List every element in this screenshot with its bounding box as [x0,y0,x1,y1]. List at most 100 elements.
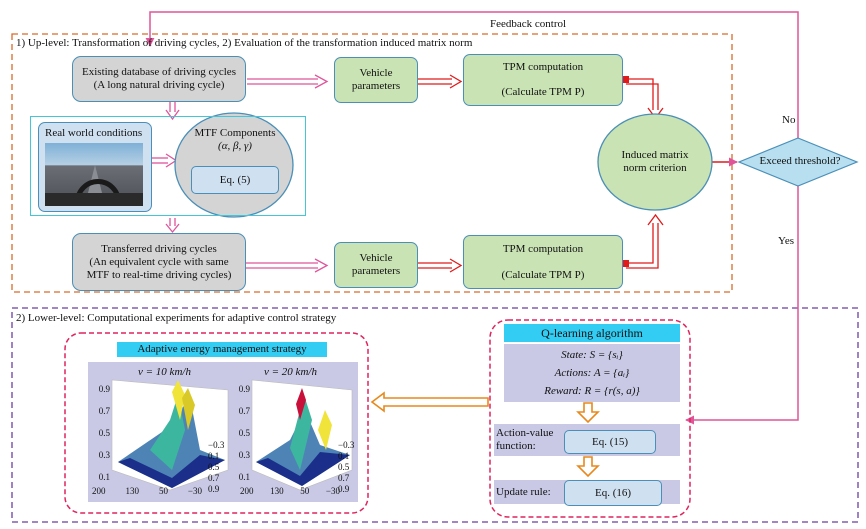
plot2-z-ticks: 0.9 0.7 0.5 0.3 0.1 [232,378,250,488]
criterion-circle [597,113,713,211]
plot1-x-tick: −30 [187,486,202,496]
transferred-line3: MTF to real-time driving cycles) [86,268,232,281]
tpm-computation-bottom: TPM computation (Calculate TPM P) [463,235,623,289]
plot2-y-tick: −0.3 [338,440,355,450]
plot1-x-tick: 50 [158,486,168,496]
plot2-x-tick: 50 [300,486,310,496]
plot1-x-ticks: 200 130 50 −30 [92,486,202,496]
vehicle-bottom-line1: Vehicle [359,252,393,264]
update-rule-equation: Eq. (16) [564,480,662,506]
qlearning-state: State: S = {sᵢ} [561,349,623,361]
criterion-line1: Induced matrix [621,149,689,161]
existing-db-line1: Existing database of driving cycles [82,66,236,78]
plot1-z-ticks: 0.9 0.7 0.5 0.3 0.1 [90,378,110,488]
action-value-line1: Action-value [496,427,554,439]
tpm-port-top [622,76,629,83]
transferred-cycles-box: Transferred driving cycles (An equivalen… [72,233,246,291]
qlearning-to-strategy-arrow [370,391,489,413]
realworld-container [30,116,306,216]
vehicle-top-line1: Vehicle [359,67,393,79]
driving-simulator-image [45,143,143,206]
tpm-port-bottom [622,260,629,267]
mtf-equation: Eq. (5) [191,166,279,194]
plot2-x-tick: −30 [325,486,340,496]
qlearning-title: Q-learning algorithm [504,324,680,342]
decision-label: Exceed threshold? [759,155,841,167]
action-value-label: Action-value function: [496,427,553,453]
plot1-z-tick: 0.7 [98,406,110,416]
existing-database-box: Existing database of driving cycles (A l… [72,56,246,102]
upper-title: 1) Up-level: Transformation of driving c… [16,37,473,49]
transferred-line1: Transferred driving cycles [101,242,217,255]
qlearning-frame [489,319,691,518]
update-rule-label: Update rule: [496,486,551,498]
existing-db-line2: (A long natural driving cycle) [93,79,225,91]
strategy-title: Adaptive energy management strategy [117,342,327,357]
yes-line [685,185,799,425]
action-value-equation: Eq. (15) [564,430,656,454]
vehicle-parameters-top: Vehicle parameters [334,57,418,103]
existing-to-vehicle-arrow [247,74,329,89]
plot1-z-tick: 0.1 [98,472,110,482]
qlearning-actions: Actions: A = {aᵢ} [554,367,630,379]
plot2-x-tick: 200 [240,486,254,496]
plot1-z-tick: 0.5 [98,428,110,438]
plot2-y-ticks: −0.3 0.1 0.5 0.7 0.9 [338,440,362,495]
lower-frame [11,307,859,523]
plot2-title: v = 20 km/h [264,366,317,378]
vehicle-bottom-line2: parameters [351,265,401,277]
qlearning-reward: Reward: R = {r(s, a)} [544,385,640,397]
feedback-line [145,11,799,138]
vehicle-top-line2: parameters [351,80,401,92]
plot1-y-tick: −0.3 [208,440,225,450]
realworld-panel: Real world conditions [38,122,152,212]
tpm-top-label: TPM computation [502,61,584,73]
tpm-top-calc: (Calculate TPM P) [501,86,585,98]
tpm-bottom-label: TPM computation [502,242,584,255]
realworld-label: Real world conditions [45,127,143,139]
plot2-y-tick: 0.9 [338,484,350,494]
feedback-label: Feedback control [490,18,567,30]
tpm-to-criterion-arrow-top [626,78,664,120]
mtf-params: (α, β, γ) [218,140,252,152]
plot2-x-ticks: 200 130 50 −30 [240,486,340,496]
action-value-line2: function: [496,440,536,452]
decision-diamond [737,137,859,187]
plot1-y-tick: 0.1 [208,451,220,461]
dashboard-shape [45,193,143,206]
plot2-y-tick: 0.5 [338,462,350,472]
mtf-title: MTF Components [194,127,276,139]
vehicle-parameters-bottom: Vehicle parameters [334,242,418,288]
plot1-y-tick: 0.5 [208,462,220,472]
plot2-y-tick: 0.1 [338,451,350,461]
plot2-z-tick: 0.9 [238,384,250,394]
qlearning-band [504,344,680,402]
vehicle-to-tpm-arrow-top [418,74,463,89]
plot2-z-tick: 0.3 [238,450,250,460]
reward-down-arrow [576,402,600,424]
tpm-computation-top: TPM computation (Calculate TPM P) [463,54,623,106]
upper-frame [11,33,733,293]
tpm-to-criterion-arrow-bottom [626,213,664,269]
plot1-x-tick: 130 [125,486,139,496]
plot2-z-tick: 0.7 [238,406,250,416]
vehicle-to-tpm-arrow-bottom [418,258,463,273]
yes-label: Yes [778,235,795,247]
transferred-to-vehicle-arrow [245,258,329,273]
mtf-down-arrow [165,218,180,234]
steering-wheel-icon [75,179,121,206]
no-label: No [782,114,796,126]
criterion-line2: norm criterion [623,162,687,174]
plot1-z-tick: 0.3 [98,450,110,460]
plot1-y-ticks: −0.3 0.1 0.5 0.7 0.9 [208,440,230,495]
strategy-frame [64,332,369,514]
plot2-y-tick: 0.7 [338,473,350,483]
db-down-arrow [165,102,180,121]
plot1-title: v = 10 km/h [138,366,191,378]
plot2-z-tick: 0.1 [238,472,250,482]
lower-title: 2) Lower-level: Computational experiment… [16,312,337,324]
plot2-z-tick: 0.5 [238,428,250,438]
plot2-x-tick: 130 [270,486,284,496]
plot1-y-tick: 0.7 [208,473,220,483]
plot1-z-tick: 0.9 [98,384,110,394]
